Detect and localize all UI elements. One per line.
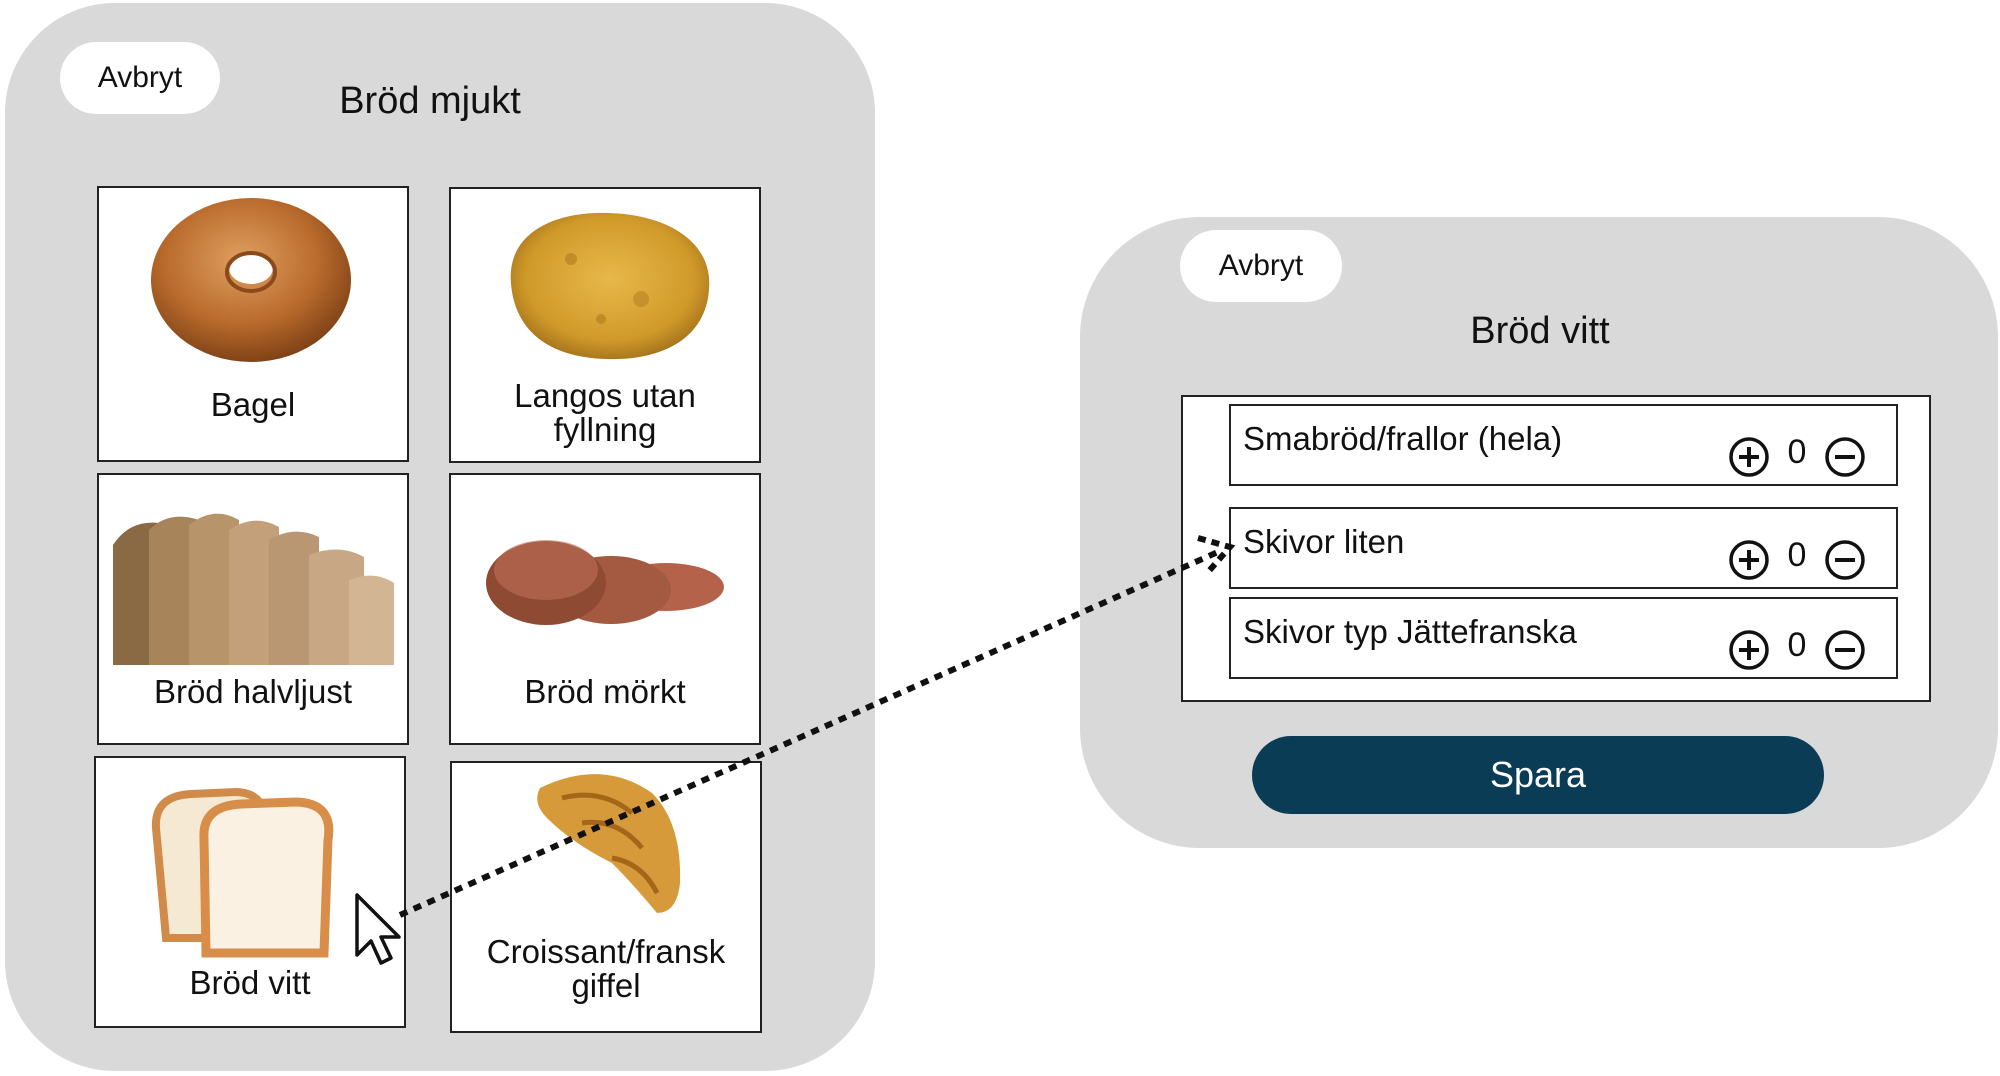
tile-croissant[interactable]: Croissant/fransk giffel <box>450 761 762 1033</box>
quantity-stepper: 0 <box>1728 625 1866 671</box>
minus-circle-icon[interactable] <box>1824 629 1866 671</box>
croissant-icon <box>537 774 681 913</box>
tile-label: Croissant/fransk giffel <box>486 933 726 1004</box>
save-button[interactable]: Spara <box>1252 736 1824 814</box>
dialog-title: Bröd vitt <box>1470 310 1610 352</box>
list-item: Skivor liten 0 <box>1229 507 1898 589</box>
tile-dark-bread[interactable]: Bröd mörkt <box>449 473 761 745</box>
tile-label: Bröd vitt <box>189 964 311 1001</box>
tile-langos[interactable]: Langos utan fyllning <box>449 187 761 463</box>
bagel-icon <box>151 198 351 362</box>
tile-label: Langos utan fyllning <box>514 377 696 448</box>
white-bread-icon <box>151 787 334 958</box>
item-label: Skivor liten <box>1243 523 1405 560</box>
minus-circle-icon[interactable] <box>1824 539 1866 581</box>
tile-label: Bröd halvljust <box>153 673 353 710</box>
item-count: 0 <box>1787 625 1807 664</box>
dialog-title: Bröd mjukt <box>339 80 521 122</box>
bread-semi-light-icon <box>113 513 394 665</box>
list-item: Skivor typ Jättefranska 0 <box>1229 597 1898 679</box>
item-count: 0 <box>1787 535 1807 574</box>
cancel-button[interactable]: Avbryt <box>1180 230 1342 302</box>
langos-icon <box>510 212 710 360</box>
tile-bread-semi-light[interactable]: Bröd halvljust <box>97 473 409 745</box>
plus-circle-icon[interactable] <box>1728 629 1770 671</box>
plus-circle-icon[interactable] <box>1728 539 1770 581</box>
tile-label: Bagel <box>210 386 296 423</box>
tile-white-bread[interactable]: Bröd vitt <box>94 756 406 1028</box>
plus-circle-icon[interactable] <box>1728 436 1770 478</box>
item-count: 0 <box>1787 432 1807 471</box>
tile-label: Bröd mörkt <box>524 673 686 710</box>
quantity-stepper: 0 <box>1728 432 1866 478</box>
list-item: Smabröd/frallor (hela) 0 <box>1229 404 1898 486</box>
cancel-button[interactable]: Avbryt <box>60 42 220 114</box>
quantity-stepper: 0 <box>1728 535 1866 581</box>
item-label: Smabröd/frallor (hela) <box>1243 420 1563 457</box>
minus-circle-icon[interactable] <box>1824 436 1866 478</box>
dark-bread-icon <box>486 540 724 625</box>
item-label: Skivor typ Jättefranska <box>1243 613 1577 650</box>
tile-bagel[interactable]: Bagel <box>97 186 409 462</box>
